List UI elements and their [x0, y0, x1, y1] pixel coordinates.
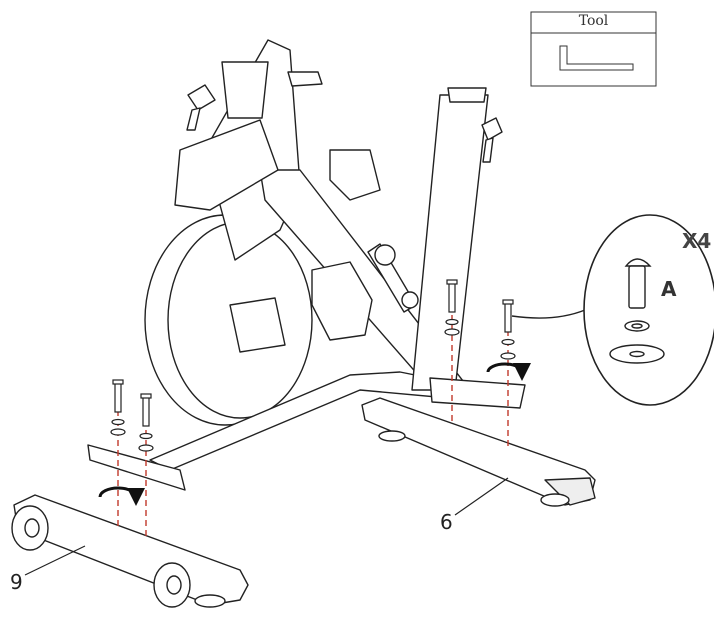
- quantity-label: X4: [682, 229, 712, 253]
- allen-key-icon: [559, 45, 634, 71]
- leader-lines: [24, 477, 509, 576]
- part-label-9: 9: [10, 570, 23, 594]
- part-label-6: 6: [440, 510, 453, 534]
- hardware-callout: [511, 214, 714, 406]
- rotate-arrow-icon: [98, 362, 531, 506]
- flat-washer-icon: [110, 328, 516, 452]
- front-stabilizer: [361, 397, 596, 507]
- tool-box: [530, 11, 657, 87]
- bolt-a-icon: [624, 258, 652, 309]
- rear-stabilizer: [11, 494, 249, 608]
- bike-frame: [87, 39, 526, 491]
- bolt-icon: [112, 279, 514, 427]
- tool-title: Tool: [578, 13, 609, 29]
- part-a-label: A: [661, 277, 677, 301]
- spring-washer-icon: [624, 320, 650, 332]
- flat-washer-icon: [609, 344, 665, 364]
- spring-washer-icon: [111, 318, 515, 440]
